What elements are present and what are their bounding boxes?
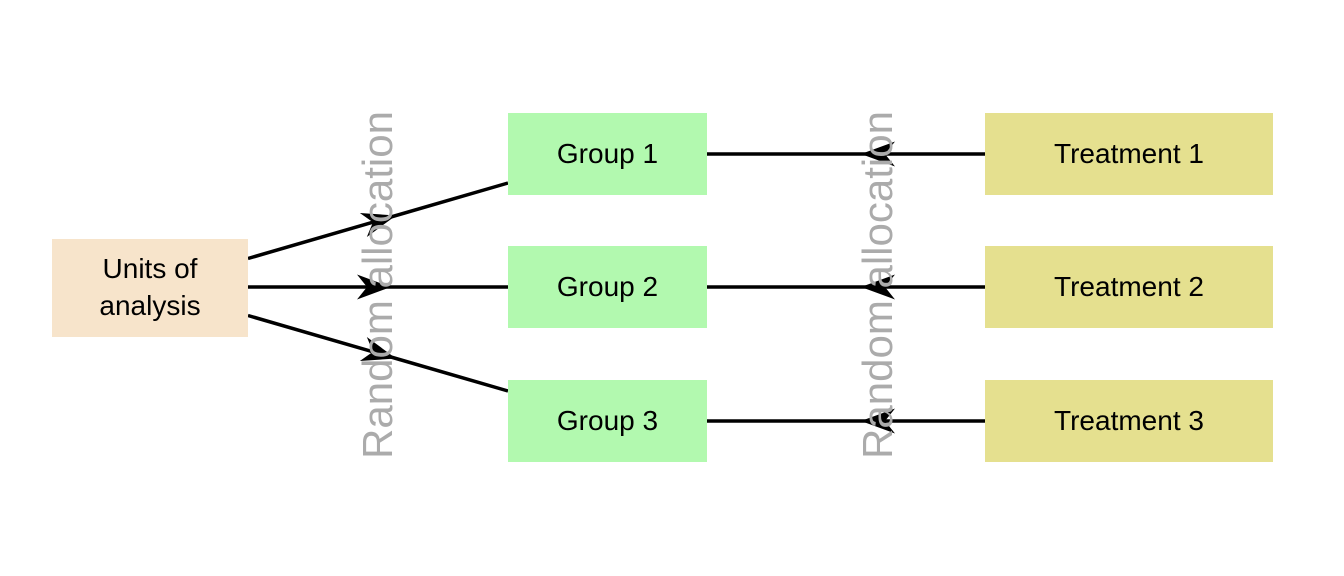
arrowhead-right-icon-2 [357, 274, 391, 300]
random-allocation-label-left: Random allocation [354, 111, 401, 459]
treatment-3-label: Treatment 3 [1054, 404, 1204, 436]
treatment-1-label: Treatment 1 [1054, 137, 1204, 169]
arrowhead-right-icon-3 [359, 337, 396, 362]
arrowhead-right-icon-1 [359, 212, 396, 237]
units-of-analysis-label: Units of analysis [99, 253, 201, 321]
random-allocation-label-right: Random allocation [854, 111, 901, 459]
group-2-box: Group 2 [508, 246, 707, 328]
group-1-label: Group 1 [556, 137, 659, 169]
units-of-analysis-box: Units of analysis [52, 239, 248, 337]
group-3-box: Group 3 [508, 380, 707, 462]
group-3-label: Group 3 [556, 404, 659, 436]
treatment-2-label: Treatment 2 [1054, 270, 1204, 302]
group-2-label: Group 2 [556, 270, 659, 302]
treatment-3-box: Treatment 3 [985, 380, 1273, 462]
arrowhead-left-icon-1 [861, 141, 895, 167]
arrowhead-left-icon-3 [861, 408, 895, 434]
arrowhead-left-icon-2 [861, 274, 895, 300]
group-1-box: Group 1 [508, 113, 707, 195]
treatment-2-box: Treatment 2 [985, 246, 1273, 328]
treatment-1-box: Treatment 1 [985, 113, 1273, 195]
